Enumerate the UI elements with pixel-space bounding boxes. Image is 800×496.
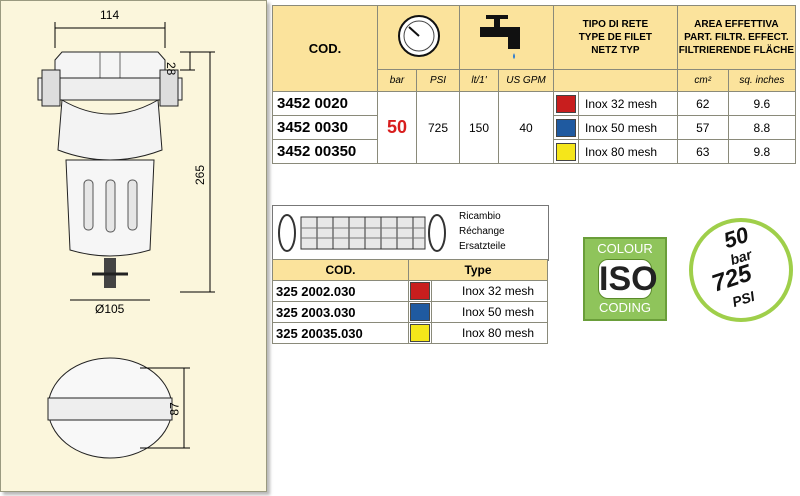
spare-title: Ricambio Réchange Ersatzteile bbox=[459, 211, 506, 252]
header-pressure bbox=[377, 5, 460, 70]
table-row: 3452 00350 Inox 80 mesh 63 9.8 bbox=[272, 139, 797, 164]
spare-code: 325 20035.030 bbox=[272, 322, 409, 344]
spare-header-cod: COD. bbox=[272, 259, 409, 281]
technical-drawing-panel: 114 28 265 Ø105 87 bbox=[0, 0, 267, 492]
header-area: AREA EFFETTIVA PART. FILTR. EFFECT. FILT… bbox=[676, 5, 797, 70]
area-cm2: 63 bbox=[676, 139, 729, 164]
header-mesh-type: TIPO DI RETE TYPE DE FILET NETZ TYP bbox=[553, 5, 678, 70]
spare-header-type: Type bbox=[408, 259, 548, 281]
table-row: 325 20035.030 Inox 80 mesh bbox=[272, 322, 548, 344]
header-flow bbox=[459, 5, 554, 70]
color-code-cell bbox=[408, 322, 432, 344]
unit-lt: lt/1' bbox=[459, 69, 499, 92]
yellow-swatch bbox=[556, 142, 576, 161]
spare-code: 325 2003.030 bbox=[272, 301, 409, 323]
color-code-cell bbox=[408, 301, 432, 323]
table-row: 325 2002.030 Inox 32 mesh bbox=[272, 280, 548, 302]
dim-cap-label: 28 bbox=[164, 62, 178, 76]
unit-bar: bar bbox=[377, 69, 417, 92]
product-code: 3452 0030 bbox=[272, 115, 378, 140]
unit-gpm: US GPM bbox=[498, 69, 554, 92]
area-sqin: 8.8 bbox=[727, 115, 797, 140]
color-code-cell bbox=[553, 139, 579, 164]
pressure-badge-shape bbox=[689, 218, 793, 322]
dim-depth-label: 87 bbox=[167, 402, 182, 416]
iso-badge-bottom: CODING bbox=[599, 300, 651, 315]
table-row: 3452 0030 Inox 50 mesh 57 8.8 bbox=[272, 115, 797, 140]
mesh-type: Inox 50 mesh bbox=[578, 115, 678, 140]
color-code-cell bbox=[553, 91, 579, 116]
mesh-unit-empty bbox=[553, 69, 678, 92]
blue-swatch bbox=[410, 303, 430, 321]
spare-mesh: Inox 80 mesh bbox=[431, 322, 548, 344]
iso-colour-coding-badge: COLOUR ISO CODING bbox=[583, 237, 667, 321]
table-row: 3452 0020 50 725 150 40 Inox 32 mesh 62 … bbox=[272, 91, 797, 164]
spare-part-box: Ricambio Réchange Ersatzteile bbox=[272, 205, 549, 261]
spec-table: COD. TIPO DI RETE TYPE DE FILET NETZ TYP bbox=[272, 5, 797, 164]
yellow-swatch bbox=[410, 324, 430, 342]
spare-mesh: Inox 50 mesh bbox=[431, 301, 548, 323]
pressure-rating-badge: 50 bar 725 PSI bbox=[688, 217, 794, 323]
flow-lt-value: 150 bbox=[459, 91, 499, 164]
pressure-bar-value: 50 bbox=[377, 91, 417, 164]
table-row: 325 2003.030 Inox 50 mesh bbox=[272, 301, 548, 323]
area-cm2: 57 bbox=[676, 115, 729, 140]
filter-drawing bbox=[37, 22, 215, 459]
unit-sqin: sq. inches bbox=[727, 69, 797, 92]
iso-badge-top: COLOUR bbox=[597, 241, 653, 256]
product-code: 3452 0020 bbox=[272, 91, 378, 116]
unit-cm2: cm² bbox=[676, 69, 729, 92]
area-sqin: 9.6 bbox=[727, 91, 797, 116]
faucet-icon bbox=[479, 15, 520, 59]
dim-width-label: 114 bbox=[100, 8, 120, 22]
mesh-type: Inox 32 mesh bbox=[578, 91, 678, 116]
mesh-type: Inox 80 mesh bbox=[578, 139, 678, 164]
unit-psi: PSI bbox=[416, 69, 460, 92]
spare-code: 325 2002.030 bbox=[272, 280, 409, 302]
area-sqin: 9.8 bbox=[727, 139, 797, 164]
product-code: 3452 00350 bbox=[272, 139, 378, 164]
pressure-gauge-icon bbox=[397, 15, 440, 57]
red-swatch bbox=[556, 94, 576, 113]
iso-badge-center: ISO bbox=[598, 259, 658, 299]
header-cod: COD. bbox=[272, 5, 378, 92]
flow-gpm-value: 40 bbox=[498, 91, 554, 164]
red-swatch bbox=[410, 282, 430, 300]
color-code-cell bbox=[408, 280, 432, 302]
pressure-psi-value: 725 bbox=[416, 91, 460, 164]
filter-cartridge-icon bbox=[278, 214, 446, 252]
dim-height-label: 265 bbox=[193, 164, 208, 186]
dim-diameter-label: Ø105 bbox=[95, 302, 125, 316]
spare-table: COD. Type 325 2002.030 Inox 32 mesh 325 … bbox=[272, 259, 548, 344]
color-code-cell bbox=[553, 115, 579, 140]
blue-swatch bbox=[556, 118, 576, 137]
area-cm2: 62 bbox=[676, 91, 729, 116]
spare-mesh: Inox 32 mesh bbox=[431, 280, 548, 302]
